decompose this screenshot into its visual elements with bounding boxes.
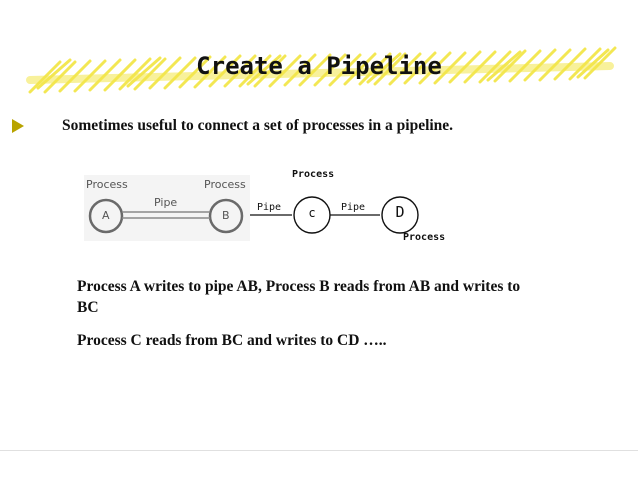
process-c-label: Process (292, 169, 335, 180)
node-c: c (308, 206, 316, 220)
node-d: D (395, 203, 405, 221)
title-highlight-decoration (26, 46, 617, 94)
footer-divider (0, 450, 638, 451)
pipe-ab-label: Pipe (154, 196, 178, 209)
pipeline-image-graphic (88, 198, 244, 234)
body-paragraph-2: Process C reads from BC and writes to CD… (77, 332, 387, 349)
pipeline-diagram-c-d (250, 196, 419, 234)
slide-title: Create a Pipeline (196, 52, 442, 80)
pipeline-image-a-b: Process Process Pipe A B (84, 175, 250, 241)
node-a: A (102, 209, 110, 222)
process-d-label: Process (403, 232, 446, 243)
process-b-label: Process (204, 178, 246, 191)
node-b: B (222, 209, 230, 222)
bullet-arrow-icon (12, 119, 24, 133)
pipe-bc-label: Pipe (257, 202, 282, 213)
process-a-label: Process (86, 178, 128, 191)
bullet-text: Sometimes useful to connect a set of pro… (62, 117, 454, 134)
body-paragraph-1: Process A writes to pipe AB, Process B r… (77, 278, 521, 316)
pipe-cd-label: Pipe (341, 202, 366, 213)
